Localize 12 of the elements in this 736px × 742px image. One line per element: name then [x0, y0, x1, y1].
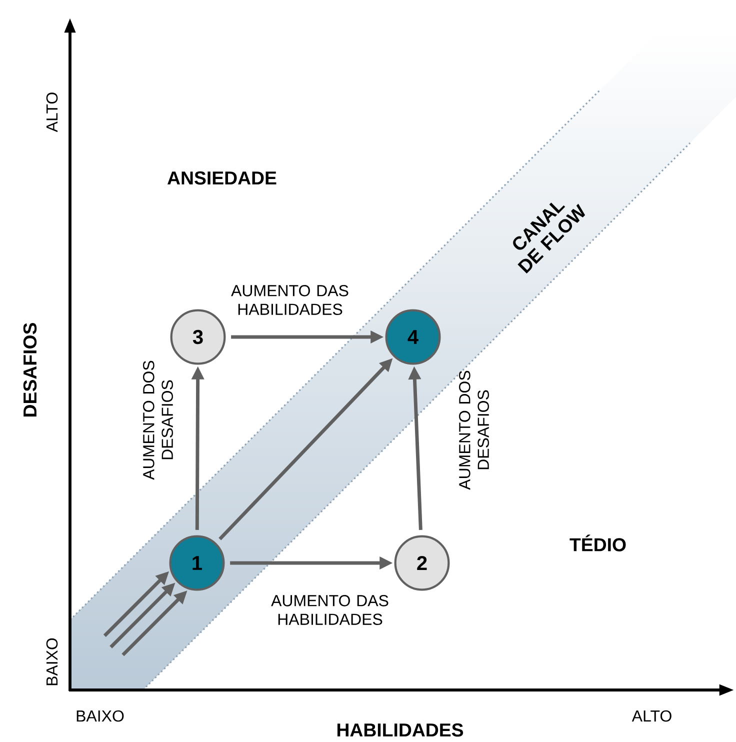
- region-label: ANSIEDADE: [168, 171, 276, 185]
- edge-label: AUMENTO DAS HABILIDADES: [231, 285, 348, 315]
- edge-label: AUMENTO DOS DESAFIOS: [143, 360, 173, 480]
- axis-title: HABILIDADES: [337, 723, 464, 737]
- region-label: TÉDIO: [570, 534, 626, 552]
- axis-tick-label: BAIXO: [76, 710, 124, 722]
- edge-label: AUMENTO DAS HABILIDADES: [271, 595, 388, 625]
- axis-tick-label: ALTO: [46, 92, 58, 132]
- edge-label: AUMENTO DOS DESAFIOS: [459, 370, 489, 490]
- axis-tick-label: BAIXO: [46, 638, 58, 686]
- axis-title: DESAFIOS: [23, 323, 37, 416]
- axis-tick-label: ALTO: [632, 710, 672, 722]
